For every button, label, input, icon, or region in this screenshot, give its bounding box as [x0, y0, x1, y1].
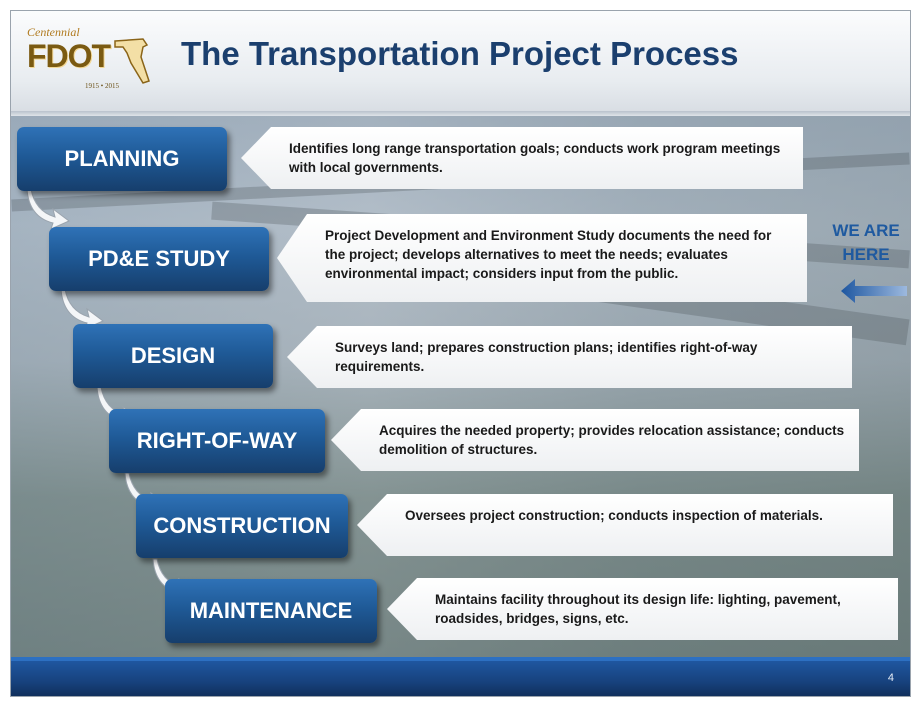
description-right-of-way: Acquires the needed property; provides r… — [331, 409, 859, 471]
step-right-of-way: RIGHT-OF-WAY — [109, 409, 325, 473]
step-label: CONSTRUCTION — [153, 513, 331, 538]
florida-map-icon — [114, 38, 150, 84]
step-planning: PLANNING — [17, 127, 227, 191]
description-pde-study: Project Development and Environment Stud… — [277, 214, 807, 302]
step-label: PD&E STUDY — [88, 246, 230, 271]
description-construction: Oversees project construction; conducts … — [357, 494, 893, 556]
we-are-here-line1: WE ARE — [832, 221, 900, 240]
footer-accent-bar — [11, 657, 910, 661]
step-label: RIGHT-OF-WAY — [136, 428, 298, 453]
logo-centennial-text: Centennial — [27, 25, 80, 39]
we-are-here-label: WE ARE HERE — [821, 219, 910, 267]
step-label: DESIGN — [130, 343, 216, 368]
step-label: MAINTENANCE — [189, 598, 353, 623]
we-are-here-line2: HERE — [842, 245, 890, 264]
connector-arrow-icon — [26, 188, 70, 229]
fdot-logo: Centennial FDOT 1915 • 2015 — [23, 25, 161, 97]
logo-years-text: 1915 • 2015 — [85, 82, 119, 90]
slide: Centennial FDOT 1915 • 2015 The Transpor… — [10, 10, 911, 697]
step-construction: CONSTRUCTION — [136, 494, 348, 558]
step-design: DESIGN — [73, 324, 273, 388]
step-maintenance: MAINTENANCE — [165, 579, 377, 643]
description-text: Surveys land; prepares construction plan… — [335, 340, 758, 374]
left-arrow-icon — [841, 279, 907, 303]
slide-title: The Transportation Project Process — [181, 35, 739, 72]
description-text: Project Development and Environment Stud… — [325, 228, 772, 281]
description-planning: Identifies long range transportation goa… — [241, 127, 803, 189]
header-divider — [11, 111, 910, 116]
page-number: 4 — [887, 672, 894, 684]
description-design: Surveys land; prepares construction plan… — [287, 326, 852, 388]
description-text: Acquires the needed property; provides r… — [379, 423, 845, 457]
description-maintenance: Maintains facility throughout its design… — [387, 578, 898, 640]
description-text: Identifies long range transportation goa… — [289, 141, 781, 175]
slide-footer: 4 — [11, 661, 910, 696]
description-text: Oversees project construction; conducts … — [405, 508, 823, 523]
connector-arrow-icon — [60, 288, 104, 329]
logo-brand-text: FDOT — [27, 38, 111, 74]
step-label: PLANNING — [64, 146, 180, 171]
slide-header: Centennial FDOT 1915 • 2015 The Transpor… — [11, 11, 910, 111]
description-text: Maintains facility throughout its design… — [435, 592, 841, 626]
step-pde-study: PD&E STUDY — [49, 227, 269, 291]
